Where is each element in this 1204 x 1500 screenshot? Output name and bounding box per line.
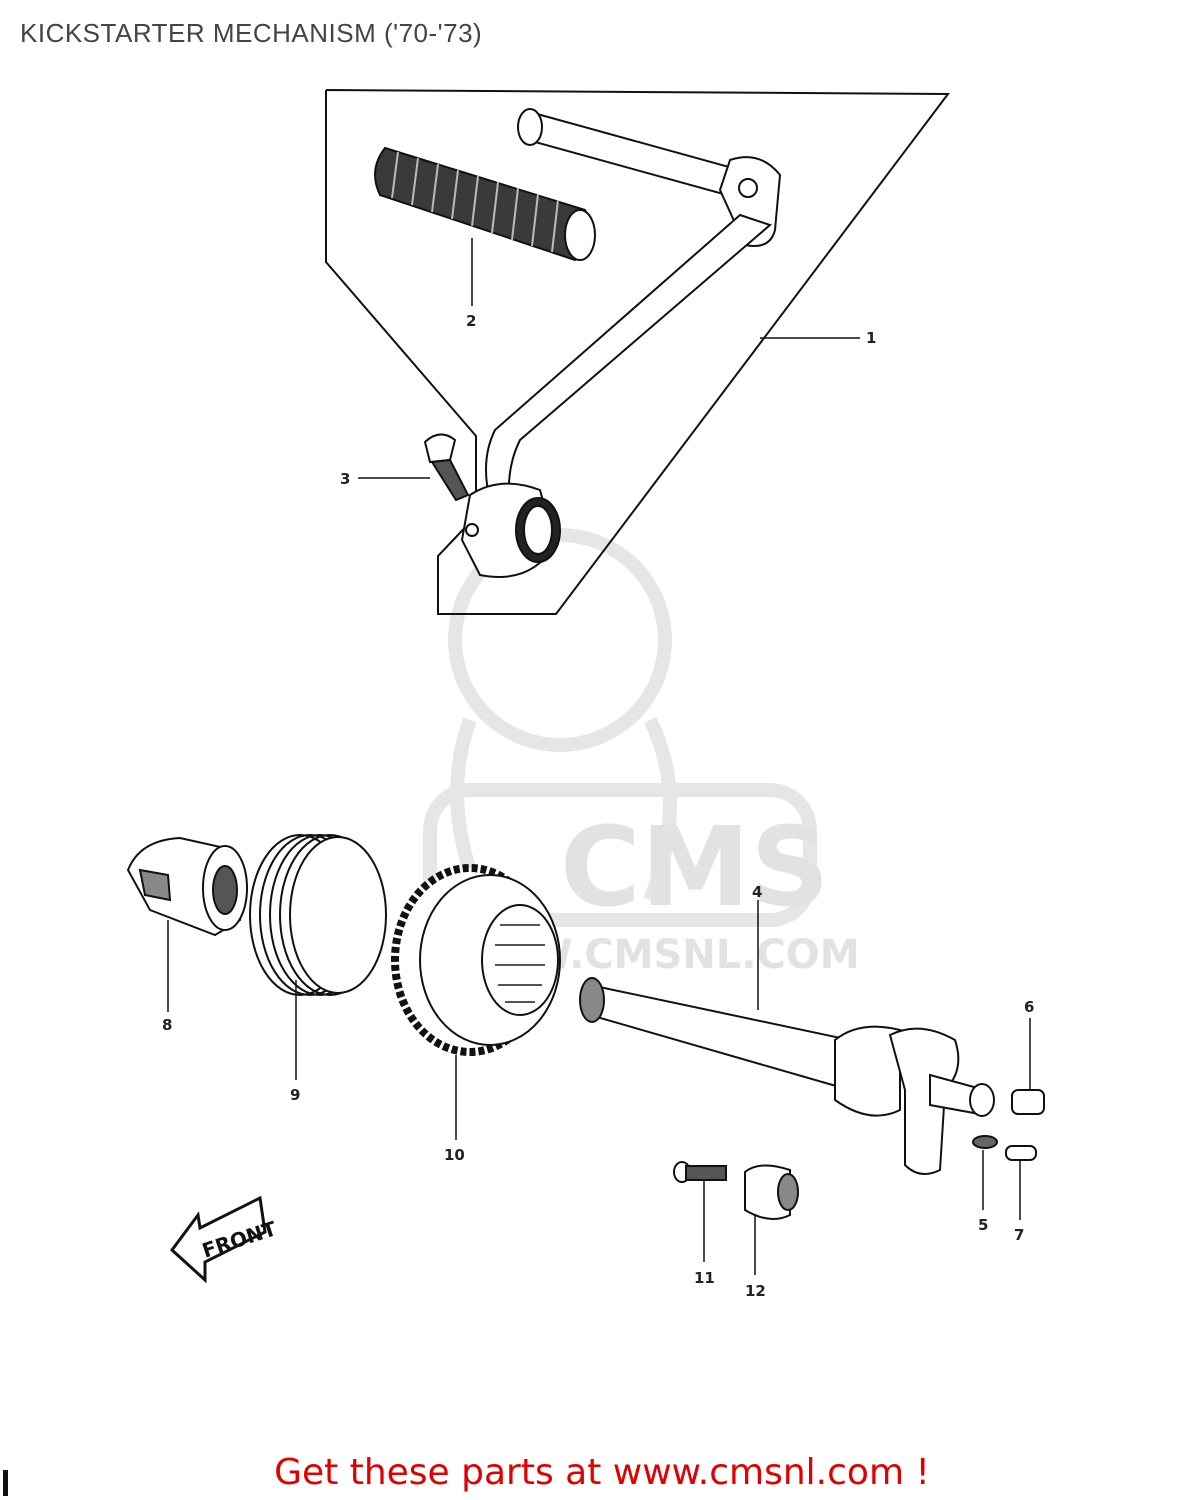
pedal-bolt <box>423 433 470 502</box>
shaft-collar <box>744 1164 799 1220</box>
kick-pedal-arm <box>460 108 782 578</box>
watermark-logo-text: CMS <box>560 803 829 931</box>
callout-4: 4 <box>752 883 762 901</box>
callout-3: 3 <box>340 470 350 488</box>
stopper-bolt <box>673 1161 727 1183</box>
callout-6: 6 <box>1024 998 1034 1016</box>
page-title: KICKSTARTER MECHANISM ('70-'73) <box>20 18 483 48</box>
edge-mark <box>3 1470 8 1496</box>
ratchet-pin-cap <box>1011 1089 1045 1115</box>
starter-guide <box>126 836 248 937</box>
ratchet-pin <box>1005 1145 1037 1161</box>
callout-5: 5 <box>978 1216 988 1234</box>
callout-9: 9 <box>290 1086 300 1104</box>
ratchet-spring <box>972 1135 998 1149</box>
kick-pedal-rubber <box>374 146 596 262</box>
callout-11: 11 <box>694 1269 715 1287</box>
callout-12: 12 <box>745 1282 766 1300</box>
callout-1: 1 <box>866 329 876 347</box>
front-direction-arrow: FRONT <box>169 1195 280 1284</box>
callout-2: 2 <box>466 312 476 330</box>
leader-lines <box>167 238 1031 1275</box>
kick-gear <box>391 864 561 1056</box>
callout-7: 7 <box>1014 1226 1024 1244</box>
callout-10: 10 <box>444 1146 465 1164</box>
kick-shaft <box>579 977 995 1175</box>
promo-link[interactable]: Get these parts at www.cmsnl.com ! <box>274 1452 930 1493</box>
callout-8: 8 <box>162 1016 172 1034</box>
assembly-outline <box>325 89 950 615</box>
kick-spring <box>249 834 387 996</box>
